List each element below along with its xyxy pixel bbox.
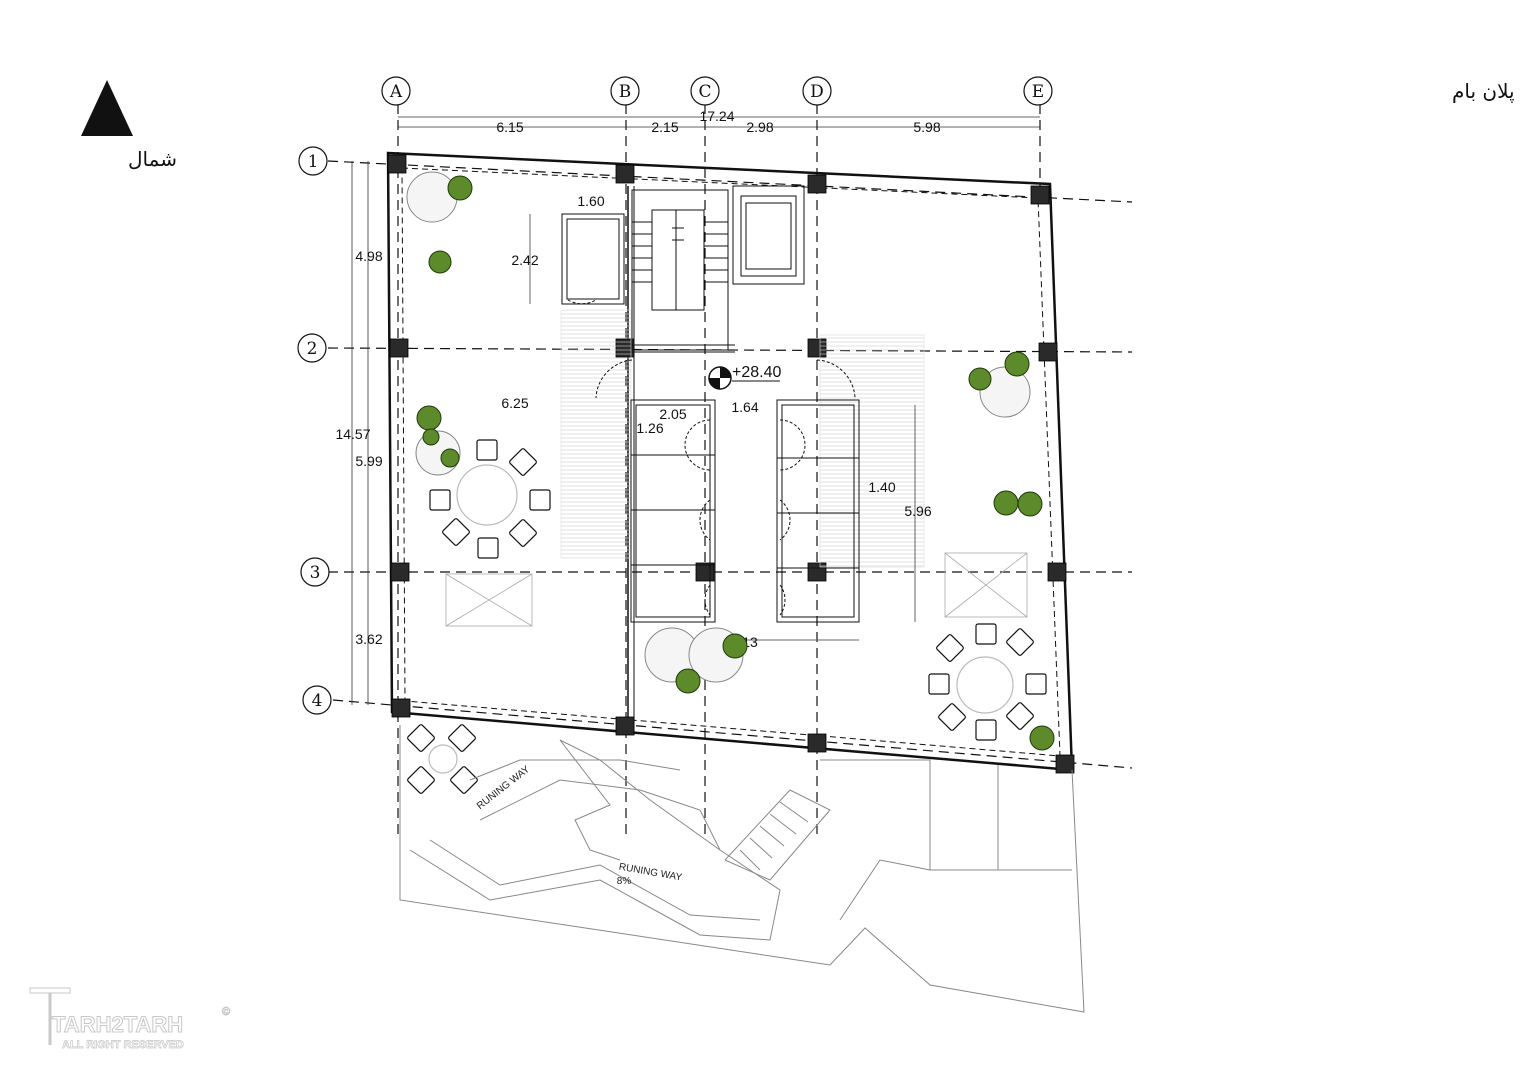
- shrub-icon: [675, 668, 701, 694]
- north-label: شمال: [128, 147, 177, 171]
- skylights: [445, 552, 1028, 627]
- logo-tagline: ALL RIGHT RESERVED: [62, 1039, 184, 1051]
- logo-copyright: ©: [222, 1006, 230, 1018]
- structural-columns: [387, 154, 1075, 774]
- shrub-icon: [1017, 491, 1043, 517]
- dim-left-segment-1: 4.98: [355, 248, 382, 264]
- axis-bubble-4: [302, 685, 332, 715]
- dim-6-25: 6.25: [501, 395, 528, 411]
- hatched-paving: [560, 309, 925, 568]
- dim-2-05: 2.05: [659, 406, 686, 422]
- dim-top-segment-4: 5.98: [913, 119, 940, 135]
- axis-bubble-C: [690, 76, 720, 106]
- shrub-icon: [440, 448, 460, 468]
- axis-bubble-1: [298, 146, 328, 176]
- axis-label-A: A: [389, 82, 403, 102]
- axis-label-4: 4: [312, 691, 323, 711]
- left-dimension-lines: [351, 161, 369, 705]
- axis-label-C: C: [698, 82, 711, 102]
- dim-left-total: 14.57: [335, 426, 370, 442]
- trees: [406, 171, 1031, 683]
- stair-core: [631, 185, 805, 353]
- axis-bubble-A: [381, 76, 411, 106]
- axis-label-D: D: [810, 82, 824, 102]
- dim-top-segment-2: 2.15: [651, 119, 678, 135]
- axis-label-3: 3: [310, 563, 321, 583]
- shrub-icon: [722, 633, 748, 659]
- axis-label-1: 1: [308, 152, 319, 172]
- dim-1-40: 1.40: [868, 479, 895, 495]
- slope-label: 8%: [617, 876, 632, 887]
- shrub-icon: [993, 490, 1019, 516]
- dim-top-total: 17.24: [699, 108, 734, 124]
- axis-label-E: E: [1032, 82, 1044, 102]
- top-dimension-lines: [398, 116, 1040, 128]
- seating-group-bottom: [407, 724, 478, 794]
- shrub-icon: [416, 405, 442, 431]
- axis-bubble-D: [802, 76, 832, 106]
- seating-group-right: [928, 623, 1047, 741]
- axis-bubble-2: [297, 333, 327, 363]
- shrub-icon: [447, 175, 473, 201]
- seating-group-left: [429, 439, 551, 559]
- shrub-icon: [968, 367, 992, 391]
- north-arrow-icon: [81, 80, 133, 136]
- shrub-icon: [422, 428, 440, 446]
- logo-name: TARH2TARH: [52, 1012, 183, 1037]
- storage-rooms: [595, 359, 916, 641]
- dim-5-96: 5.96: [904, 503, 931, 519]
- running-way-label-1: RUNING WAY: [475, 764, 532, 812]
- grid-bubbles: [297, 76, 1053, 715]
- dim-left-segment-2: 5.99: [355, 453, 382, 469]
- dim-top-segment-1: 6.15: [496, 119, 523, 135]
- shrub-icon: [1004, 351, 1030, 377]
- left-room: [529, 213, 625, 305]
- axis-bubble-3: [300, 557, 330, 587]
- shrub-icon: [1029, 725, 1055, 751]
- dim-room-height: 2.42: [511, 252, 538, 268]
- lower-level-site: [399, 725, 1085, 1013]
- axis-bubble-E: [1023, 76, 1053, 106]
- dim-room-width: 1.60: [577, 193, 604, 209]
- plan-title: پلان بام: [1452, 79, 1515, 104]
- shrubs: [416, 175, 1055, 751]
- axis-label-2: 2: [307, 339, 318, 359]
- axis-label-B: B: [619, 82, 632, 102]
- tarh2tarh-logo: TARH2TARH © ALL RIGHT RESERVED: [29, 987, 230, 1051]
- dim-top-segment-3: 2.98: [746, 119, 773, 135]
- axis-bubble-B: [610, 76, 640, 106]
- elevation-label: +28.40: [732, 364, 781, 381]
- elevation-marker-icon: [708, 366, 780, 390]
- dim-1-64: 1.64: [731, 399, 758, 415]
- dim-left-segment-3: 3.62: [355, 631, 382, 647]
- dim-1-26: 1.26: [636, 420, 663, 436]
- shrub-icon: [428, 250, 452, 274]
- tree-icon: [406, 171, 458, 223]
